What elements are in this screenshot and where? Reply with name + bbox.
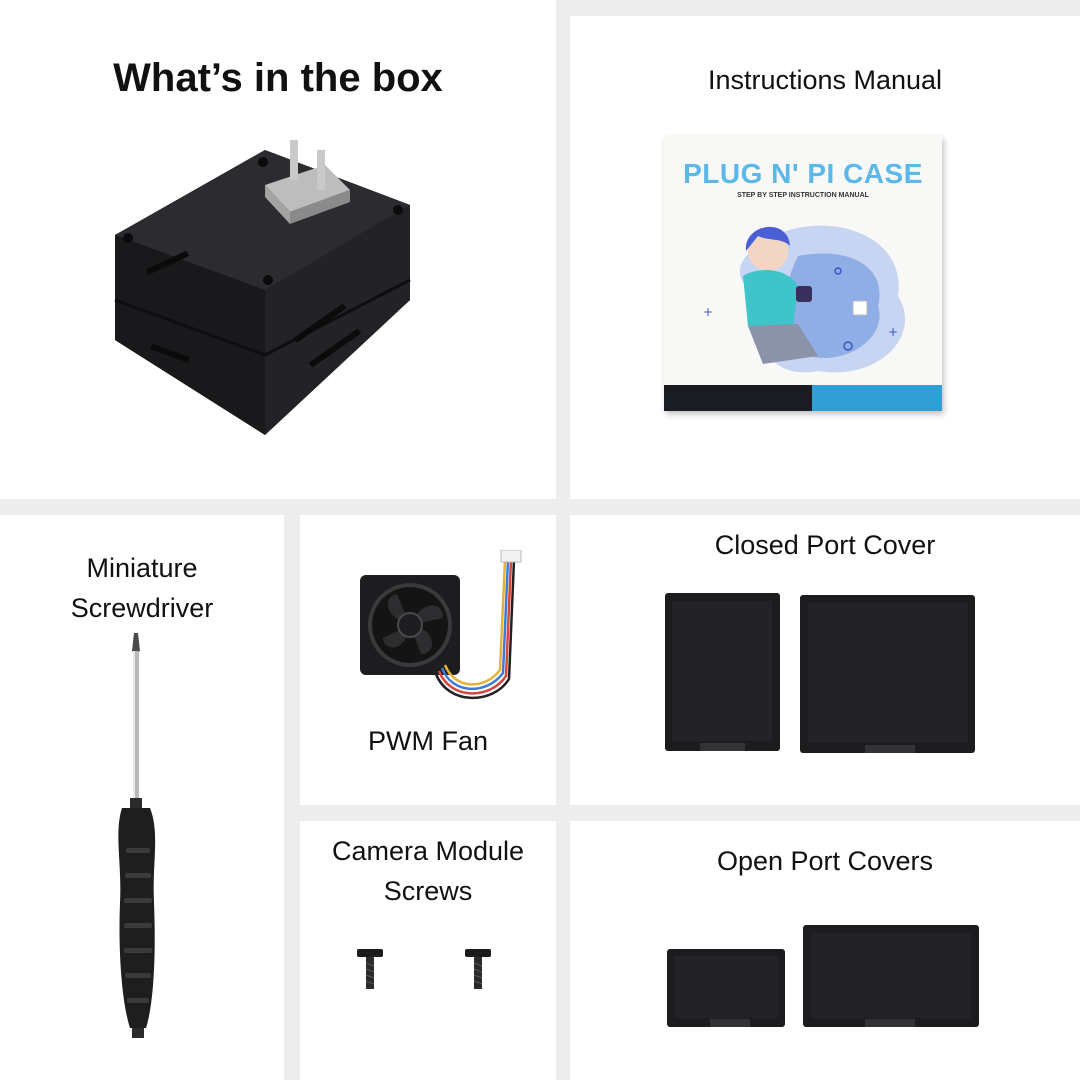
page-title: What’s in the box [113, 56, 443, 100]
svg-text:+: + [703, 305, 713, 319]
panel-closed-cover: Closed Port Cover [570, 515, 1080, 805]
panel-screwdriver: Miniature Screwdriver [0, 515, 284, 1080]
panel-fan: PWM Fan [300, 515, 556, 805]
camera-screws-label-line1: Camera Module [331, 836, 525, 866]
panel-case: What’s in the box [0, 0, 556, 499]
pwm-fan-image [360, 550, 522, 700]
panel-manual: Instructions Manual STEP BY STEP INSTRUC… [570, 16, 1080, 499]
camera-screw-icon [357, 949, 383, 989]
panel-open-covers: Open Port Covers [570, 821, 1080, 1080]
manual-booklet: STEP BY STEP INSTRUCTION MANUAL PLUG N' … [664, 136, 942, 411]
closed-cover-label: Closed Port Cover [714, 530, 936, 560]
manual-bottom-bar-dark [664, 385, 812, 411]
manual-illustration: + + [703, 225, 906, 373]
open-covers-label: Open Port Covers [716, 846, 934, 876]
manual-label: Instructions Manual [707, 65, 943, 95]
svg-text:+: + [888, 325, 898, 339]
manual-subtitle: STEP BY STEP INSTRUCTION MANUAL [737, 192, 869, 199]
panel-camera-screws: Camera Module Screws [300, 821, 556, 1080]
manual-title: PLUG N' PI CASE [683, 158, 923, 189]
camera-screws-label-line2: Screws [383, 876, 473, 906]
closed-port-cover-image [665, 593, 975, 753]
plug-case-image [114, 140, 411, 435]
manual-bottom-bar-blue [812, 385, 942, 411]
camera-screw-icon [465, 949, 491, 989]
fan-label: PWM Fan [367, 726, 488, 756]
open-port-covers-image [667, 925, 979, 1027]
screwdriver-label-line1: Miniature [86, 553, 198, 583]
screwdriver-label-line2: Screwdriver [70, 593, 214, 623]
screwdriver-image [118, 633, 156, 1038]
